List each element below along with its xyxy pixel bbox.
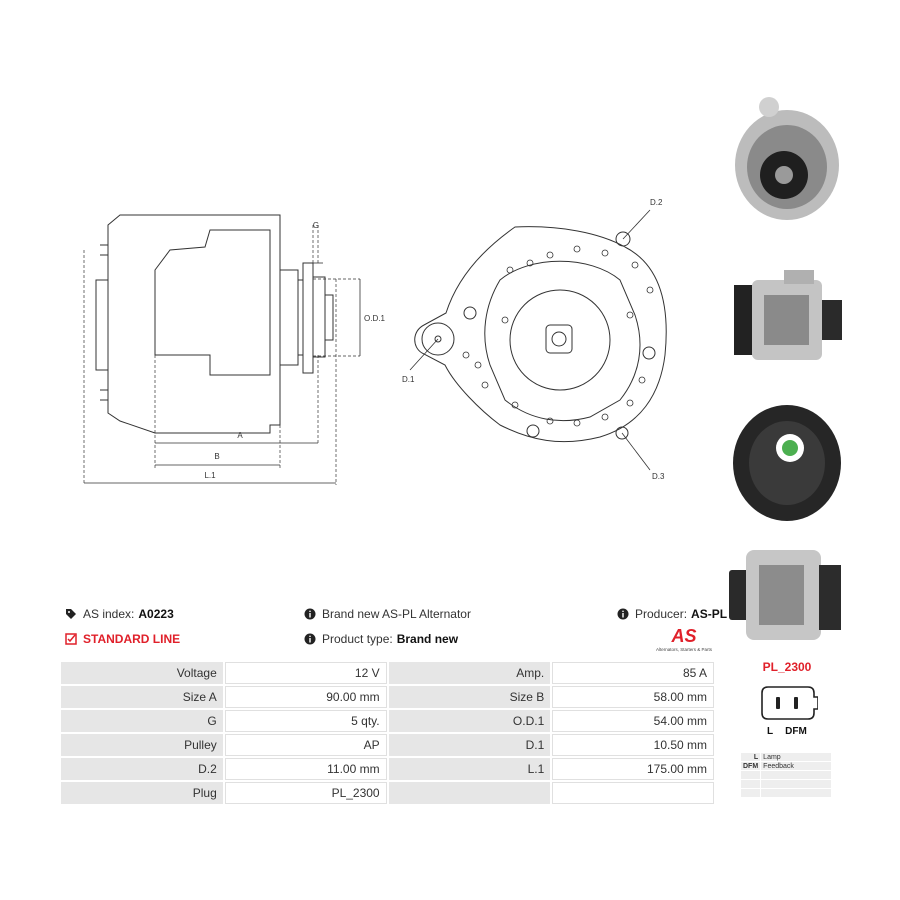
logo-tagline: Alternators, Starters & Parts	[656, 647, 713, 652]
dim-label-od1: O.D.1	[364, 314, 385, 323]
plug-pin-dfm: DFM	[785, 726, 807, 737]
plug-pin-l: L	[767, 726, 774, 737]
plug-title: PL_2300	[762, 660, 812, 674]
dim-label-l1: L.1	[204, 471, 216, 480]
producer-row: Producer: AS-PL	[617, 607, 727, 621]
as-index-value: A0223	[138, 607, 174, 621]
spec-label: Amp.	[388, 662, 551, 684]
spec-value: 58.00 mm	[552, 686, 714, 708]
dim-label-d2: D.2	[650, 198, 663, 207]
dim-label-d3: D.3	[652, 472, 665, 481]
spec-label: Size A	[61, 686, 223, 708]
dim-label-d1: D.1	[402, 375, 415, 384]
info-circle-icon	[304, 633, 316, 645]
legend-key: L	[741, 753, 761, 761]
producer-value: AS-PL	[691, 607, 728, 621]
plug-connector-icon	[761, 686, 818, 720]
spec-label: D.1	[388, 734, 551, 756]
spec-value: 5 qty.	[224, 710, 387, 732]
dim-label-b: B	[214, 452, 219, 461]
spec-label: D.2	[61, 758, 223, 780]
spec-value: 12 V	[224, 662, 387, 684]
legend-key: DFM	[741, 762, 761, 770]
spec-label: Size B	[388, 686, 551, 708]
product-type-row: Product type: Brand new	[304, 632, 458, 646]
front-flange-outline	[414, 226, 667, 443]
producer-label: Producer:	[635, 607, 688, 621]
alternator-side-body	[107, 214, 281, 434]
spec-label	[388, 782, 551, 804]
spec-value	[552, 782, 714, 804]
legend-desc	[761, 789, 831, 797]
spec-value: 90.00 mm	[224, 686, 387, 708]
product-photo-front	[724, 95, 850, 225]
mount-hole-d1	[421, 322, 455, 356]
spec-label: G	[61, 710, 223, 732]
spec-value: 10.50 mm	[552, 734, 714, 756]
dim-label-g: G	[313, 221, 319, 230]
alternator-side-housing	[154, 229, 271, 376]
spec-label: Plug	[61, 782, 223, 804]
legend-desc	[761, 780, 831, 788]
spec-label: Pulley	[61, 734, 223, 756]
product-photo-angle	[724, 535, 850, 660]
spec-value: 54.00 mm	[552, 710, 714, 732]
product-photo-side	[724, 265, 850, 385]
info-circle-icon	[617, 608, 629, 620]
spec-value: 85 A	[552, 662, 714, 684]
logo-text: AS	[670, 626, 696, 646]
legend-key	[741, 789, 761, 797]
legend-desc	[761, 771, 831, 779]
spec-label: L.1	[388, 758, 551, 780]
legend-row	[741, 789, 831, 797]
spec-value: 11.00 mm	[224, 758, 387, 780]
spec-label: O.D.1	[388, 710, 551, 732]
legend-desc: Lamp	[761, 753, 831, 761]
legend-key	[741, 780, 761, 788]
dim-label-a: A	[237, 431, 243, 440]
spec-value: 175.00 mm	[552, 758, 714, 780]
product-photo-rear	[724, 400, 850, 525]
legend-row	[741, 780, 831, 788]
tag-icon	[66, 609, 76, 619]
spec-value: PL_2300	[224, 782, 387, 804]
legend-key	[741, 771, 761, 779]
as-index-row: AS index: A0223	[65, 607, 174, 621]
alternator-dimension-drawing: G O.D.1 A B L.1	[83, 198, 667, 485]
legend-desc: Feedback	[761, 762, 831, 770]
standard-line-row: STANDARD LINE	[65, 632, 180, 646]
spec-value: AP	[224, 734, 387, 756]
as-pl-logo: AS Alternators, Starters & Parts	[651, 625, 717, 653]
brand-new-text: Brand new AS-PL Alternator	[322, 607, 471, 621]
product-type-label: Product type:	[322, 632, 393, 646]
brand-new-row: Brand new AS-PL Alternator	[304, 607, 471, 621]
product-type-value: Brand new	[396, 632, 459, 646]
spec-label: Voltage	[61, 662, 223, 684]
technical-drawing: G O.D.1 A B L.1	[60, 185, 720, 495]
as-index-label: AS index:	[83, 607, 135, 621]
check-square-icon	[65, 633, 77, 645]
standard-line-label: STANDARD LINE	[83, 632, 181, 646]
info-circle-icon	[304, 608, 316, 620]
legend-row	[741, 771, 831, 779]
plug-pin-labels: L DFM	[767, 726, 807, 737]
